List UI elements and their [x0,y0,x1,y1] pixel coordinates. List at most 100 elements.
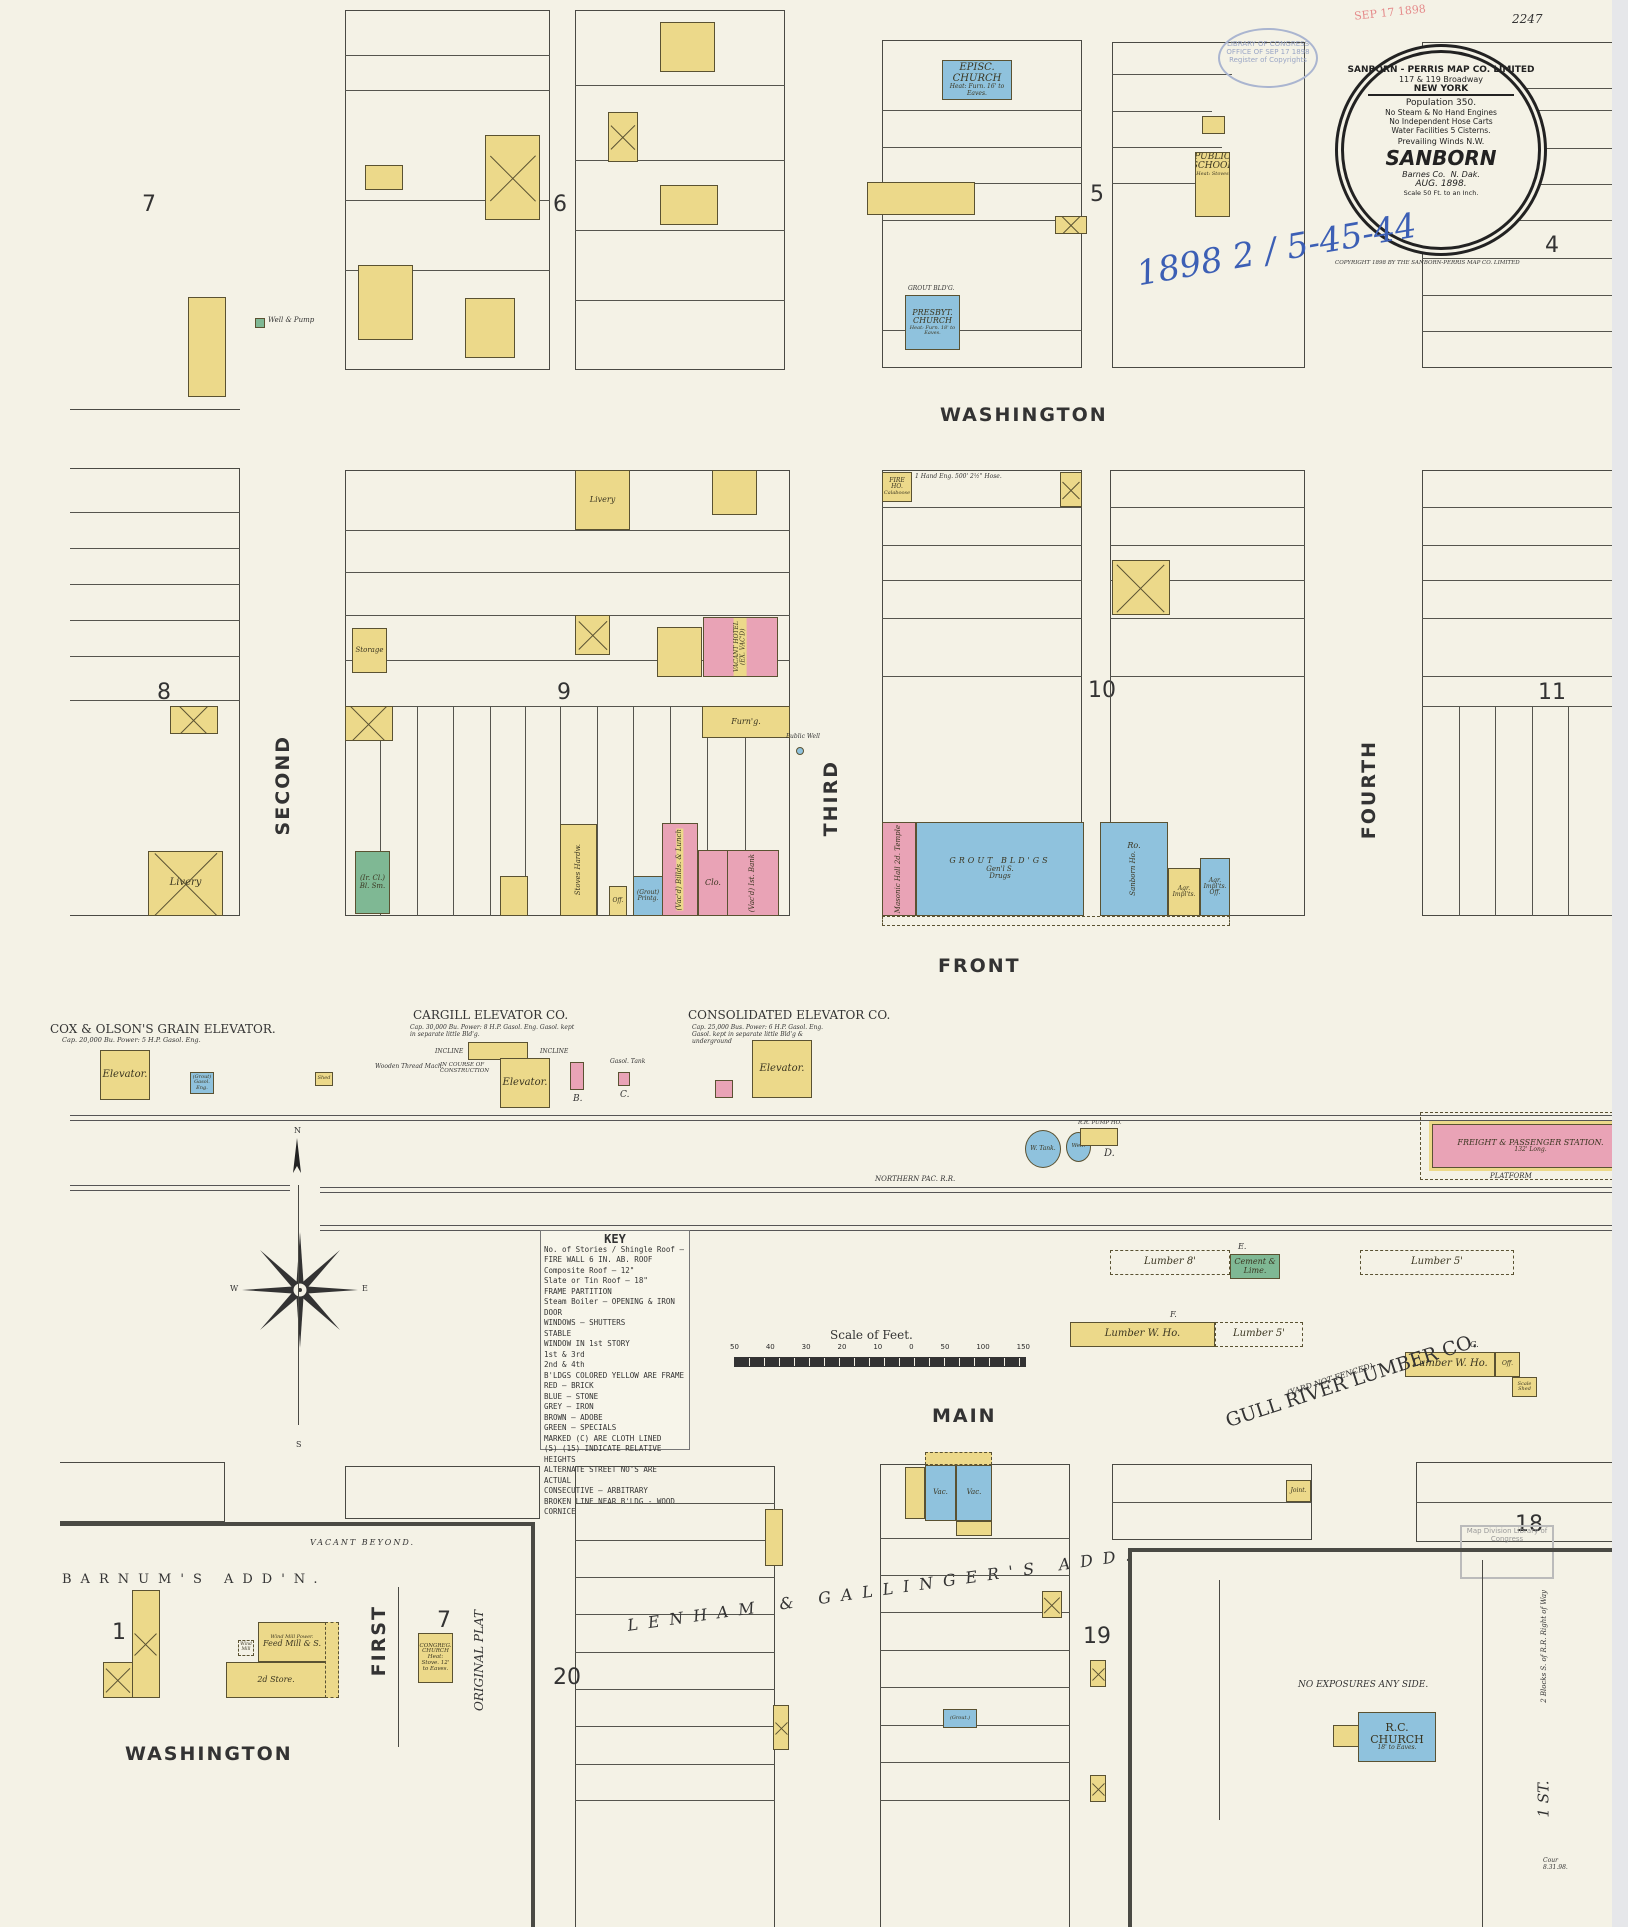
calaboose-label: Calaboose [883,489,911,496]
seal-hose: No Independent Hose Carts [1389,117,1493,126]
building-rr-pump-house [1080,1128,1118,1146]
lumber-5-yard-east: Lumber 5' [1360,1250,1514,1275]
building-livery-block9: Livery [575,470,630,530]
block-number-8: 8 [157,680,171,705]
letter-e: E. [1238,1242,1247,1251]
freight-station-label: FREIGHT & PASSENGER STATION. [1457,1137,1604,1147]
building-stable-104 [1090,1775,1106,1802]
building-vacant-107: Vac. [956,1465,992,1521]
catalog-number: 2247 [1512,12,1543,26]
block-102-top [345,1466,540,1519]
incline-label-west: INCLINE [435,1048,464,1055]
building-congregational-church: CONGREG. CHURCH Heat: Stove. 12' to Eave… [418,1633,453,1683]
building-rc-church: R.C. CHURCH 18' to Eaves. [1358,1712,1436,1762]
building-billiards: (Vac'd) Billds. & Lunch [662,823,698,916]
billiards-label: (Vac'd) Billds. & Lunch [675,828,684,911]
building-lumber-warehouse-g: Lumber W. Ho. [1405,1352,1495,1377]
building-scale-shed: Scale Shed [1512,1377,1537,1397]
building-livery-block8: Livery [148,851,223,916]
rail-track-5 [320,1187,1628,1188]
building-cox-olson-elevator: Elevator. [100,1050,150,1100]
genl-s-label: Gen'l S. [986,864,1014,873]
seal-engines: No Steam & No Hand Engines [1385,108,1497,117]
block-number-7-south: 7 [437,1608,451,1633]
block-number-5: 5 [1090,182,1104,207]
seal-publisher: SANBORN - PERRIS MAP CO. LIMITED [1347,65,1535,75]
episcopal-church-note: Heat: Furn. 16' to Eaves. [949,83,1005,97]
meridian-line [298,1185,299,1425]
cox-olson-label: COX & OLSON'S GRAIN ELEVATOR. [50,1022,276,1036]
building-vacant-106: Vac. [925,1465,956,1521]
block-7-top [70,0,240,410]
building-dwelling-116 [712,470,757,515]
street-first: FIRST [368,1605,390,1677]
scale-ticks: 50 40 30 20 10 0 50 100 150 [730,1343,1030,1351]
original-plat-label: ORIGINAL PLAT [472,1610,486,1711]
building-second-store: 2d Store. [226,1662,326,1698]
building-dwelling-205 [500,876,528,916]
rail-track-1 [70,1115,1628,1116]
building-fire-house: FIRE HO. Calaboose [882,472,912,502]
blacksmith-label: (Ir. Cl.) Bl. Sm. [359,874,386,890]
building-bank: (Vac'd) Ist. Bank [727,850,779,916]
well-pump [255,318,265,328]
public-school-label: PUBLIC SCHOOL [1195,152,1230,172]
block-number-18: 18 [1515,1512,1543,1537]
copyright-office-stamp: LIBRARY OF CONGRESS OFFICE OF SEP 17 189… [1218,28,1318,88]
building-gasol-tank-c [618,1072,630,1086]
compass-w: W [230,1284,239,1293]
building-sanborn-house: Ro. Sanborn Ho. [1100,822,1168,916]
water-tank: W. Tank. [1025,1130,1061,1168]
surveyor-note: Cour 8.31.98. [1543,1857,1568,1871]
building-consolidated-engine [715,1080,733,1098]
presbyterian-church-note: Heat: Furn. 18' to Eaves. [909,324,956,336]
north-arrow-icon [292,1138,302,1188]
block-6-east [575,10,785,370]
building-stable-block1-tall [132,1590,160,1698]
building-rear-107 [956,1521,992,1536]
building-rc-church-annex [1333,1725,1359,1747]
addition-boundary-east-v [1128,1548,1132,1927]
building-cement-lime: Cement & Lime. [1230,1254,1280,1279]
map-key-legend: KEY No. of Stories / Shingle Roof — FIRE… [540,1230,690,1516]
office-206-label: Off. [612,896,624,904]
building-joint: Joint. [1286,1480,1311,1502]
public-school-note: Heat: Stoves [1196,170,1229,177]
date-stamp: SEP 17 1898 [1353,2,1427,23]
gasol-tank-label: Gasol. Tank [610,1058,646,1065]
fire-house-note: 1 Hand Eng. 500' 2½" Hose. [915,473,1002,480]
first-st-label: 1 ST. [1534,1780,1553,1818]
building-stable-block8 [170,706,218,734]
consolidated-label: CONSOLIDATED ELEVATOR CO. [688,1008,891,1022]
block-11 [1422,470,1628,916]
wooden-thread-label: Wooden Thread Mach. [375,1063,444,1070]
block-number-20: 20 [553,1665,581,1690]
rr-pump-label: R.R. PUMP HO. [1078,1120,1122,1126]
building-stable-block1-small [103,1662,133,1698]
street-washington-bottom: WASHINGTON [125,1743,293,1765]
building-dwelling-block6d [660,22,715,72]
printing-label: (Grout) Printg. [636,888,660,902]
public-well-label: Public Well [786,733,820,740]
consolidated-note: Cap. 25,000 Bus. Power: 6 H.P. Gasol. En… [692,1024,824,1045]
key-title: KEY [604,1232,626,1246]
block-8 [70,468,240,916]
letter-d: D. [1104,1148,1115,1159]
map-division-stamp: Map Division Library of Congress [1460,1525,1554,1579]
rail-track-4 [70,1190,290,1191]
drugs-label: Drugs [989,872,1011,881]
building-dwelling-block6c [465,298,515,358]
seal-winds: Prevailing Winds N.W. [1397,137,1485,146]
building-stable-block5 [1055,216,1087,234]
seal-scale: Scale 50 Ft. to an Inch. [1403,189,1479,197]
scale-bar [734,1357,1026,1367]
east-arrow-line [1219,1580,1220,1820]
lumber-8-yard: Lumber 8' [1110,1250,1230,1275]
street-front: FRONT [938,955,1021,977]
freight-station-note: 132' Long. [1514,1146,1547,1154]
agr-impl-off-label: Agr. Impl'ts. Off. [1203,876,1227,897]
rail-track-3 [70,1185,290,1186]
seal-water: Water Facilities 5 Cisterns. [1391,126,1491,135]
block-1-top [60,1462,225,1522]
